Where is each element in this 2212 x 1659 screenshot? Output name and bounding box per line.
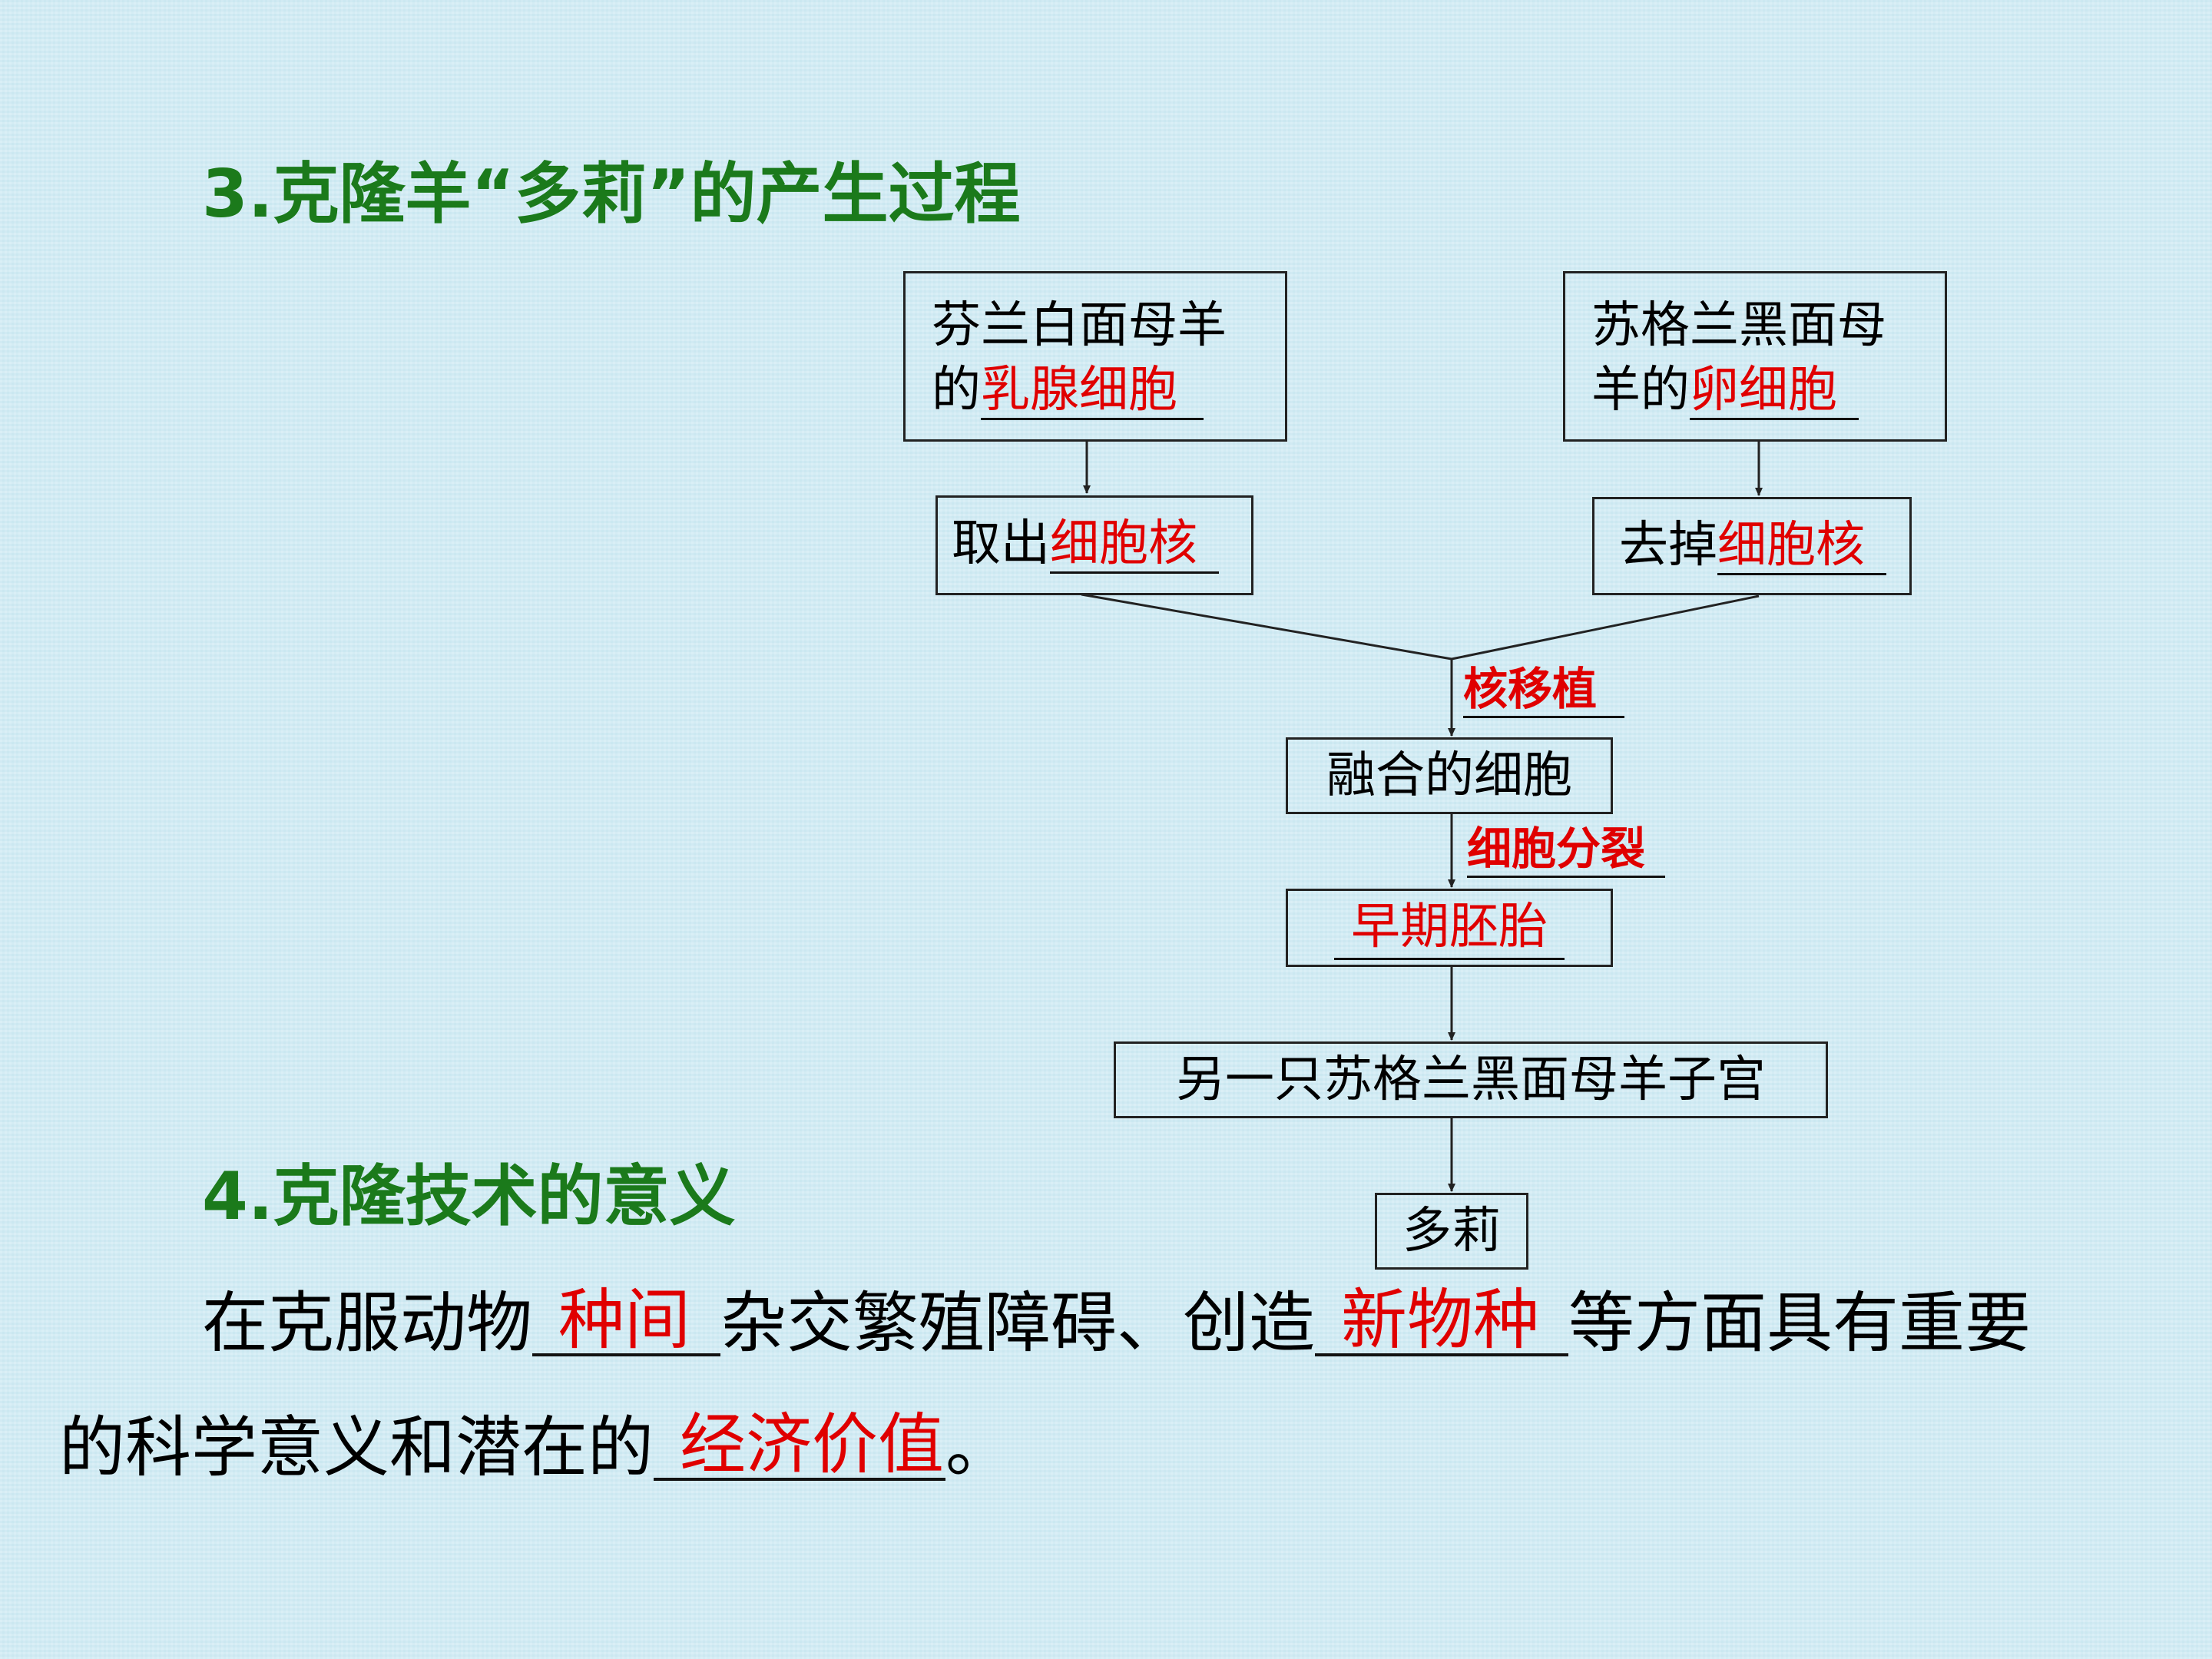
text-segment-1: 在克服动物 [202, 1285, 532, 1362]
remove-prefix: 去掉 [1619, 517, 1717, 574]
merge-line-left [1081, 593, 1452, 661]
box-right-prefix: 羊的 [1591, 362, 1690, 419]
blank-3: 经济价值 [654, 1412, 945, 1481]
box-fused-cell: 融合的细胞 [1286, 737, 1613, 814]
answer-mammary-cell: 乳腺细胞 [981, 363, 1204, 420]
box-right-line1: 苏格兰黑面母 [1591, 297, 1886, 354]
step-nuclear-transplant: 核移植 [1463, 662, 1624, 718]
fused-cell-label: 融合的细胞 [1326, 747, 1572, 804]
dolly-label: 多莉 [1402, 1203, 1501, 1260]
box-right-line2: 羊的卵细胞 [1591, 358, 1945, 422]
box-remove-nucleus: 去掉细胞核 [1592, 497, 1912, 595]
step-cell-division: 细胞分裂 [1467, 822, 1665, 878]
answer-egg-cell: 卵细胞 [1690, 363, 1859, 420]
answer-new-species: 新物种 [1341, 1282, 1539, 1359]
significance-line-2: 的科学意义和潜在的经济价值。 [59, 1412, 1012, 1481]
text-segment-4: 的科学意义和潜在的 [59, 1409, 654, 1486]
merge-line-right [1451, 594, 1760, 661]
answer-nucleus-2: 细胞核 [1717, 518, 1886, 575]
uterus-label: 另一只苏格兰黑面母羊子宫 [1176, 1051, 1766, 1108]
answer-early-embryo: 早期胚胎 [1334, 896, 1565, 960]
box-left-prefix: 的 [932, 362, 981, 419]
box-finnish-ewe-mammary-cell: 芬兰白面母羊 的乳腺细胞 [903, 271, 1287, 442]
answer-interspecies: 种间 [558, 1282, 690, 1359]
box-left-line1: 芬兰白面母羊 [932, 297, 1227, 354]
section-3-title: 3.克隆羊“多莉”的产生过程 [202, 156, 1021, 233]
box-another-ewe-uterus: 另一只苏格兰黑面母羊子宫 [1114, 1041, 1828, 1118]
blank-2: 新物种 [1315, 1287, 1568, 1356]
significance-line-1: 在克服动物种间杂交繁殖障碍、创造新物种等方面具有重要 [202, 1287, 2031, 1356]
box-scottish-ewe-egg-cell: 苏格兰黑面母 羊的卵细胞 [1563, 271, 1947, 442]
answer-nucleus-1: 细胞核 [1050, 516, 1219, 574]
take-out-prefix: 取出 [952, 515, 1050, 572]
box-early-embryo: 早期胚胎 [1286, 889, 1613, 967]
text-segment-3: 等方面具有重要 [1568, 1285, 2031, 1362]
section-4-title: 4.克隆技术的意义 [202, 1158, 736, 1235]
box-dolly: 多莉 [1375, 1193, 1528, 1270]
answer-economic-value: 经济价值 [680, 1406, 944, 1483]
text-segment-2: 杂交繁殖障碍、创造 [720, 1285, 1315, 1362]
box-left-line2: 的乳腺细胞 [932, 358, 1285, 422]
text-segment-5: 。 [945, 1409, 1012, 1486]
blank-1: 种间 [532, 1287, 720, 1356]
box-take-out-nucleus: 取出细胞核 [935, 495, 1253, 595]
